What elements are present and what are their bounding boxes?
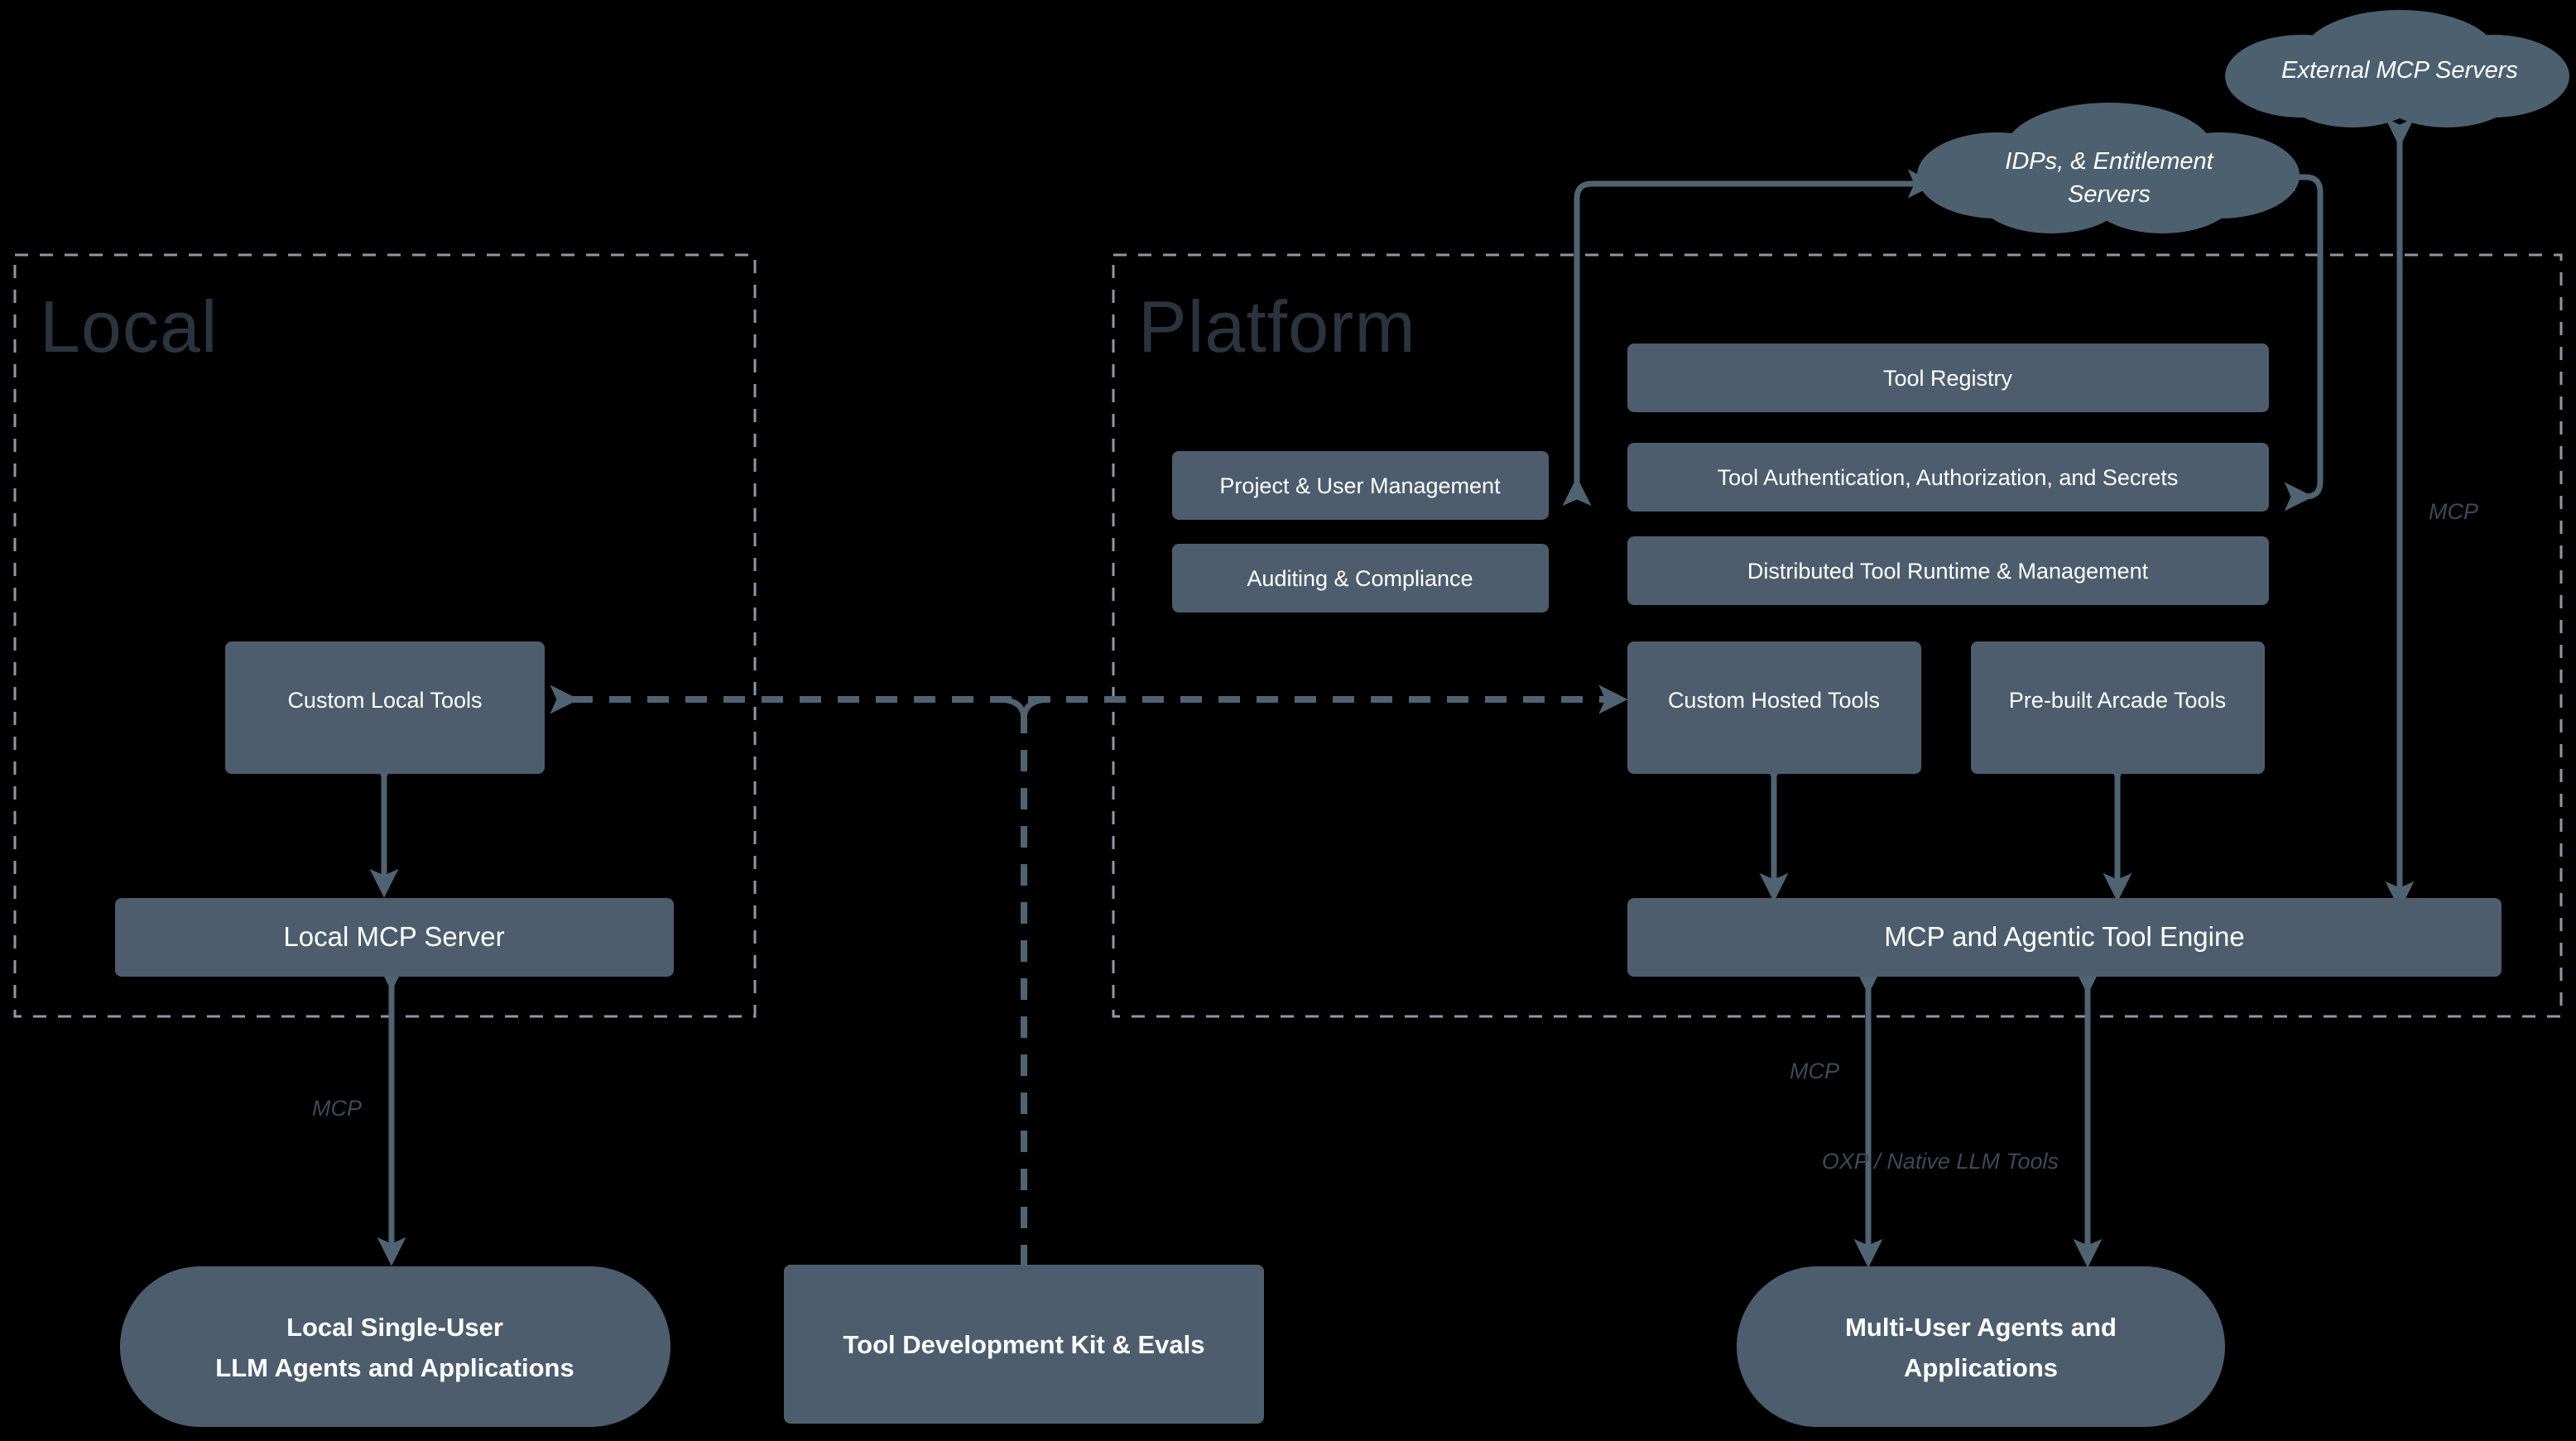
pill-label-local-agents-line2: LLM Agents and Applications xyxy=(215,1353,574,1382)
node-auditing-compliance[interactable]: Auditing & Compliance xyxy=(1172,544,1549,612)
connector-tdk-branch xyxy=(997,696,1051,1265)
node-label-tool-development-kit: Tool Development Kit & Evals xyxy=(843,1330,1205,1359)
connector-tool-auth-to-idps xyxy=(2266,162,2324,512)
node-label-tool-authentication: Tool Authentication, Authorization, and … xyxy=(1718,465,2179,490)
connector-engine-to-multiuser-mcp: MCP xyxy=(1790,965,1883,1268)
pill-label-multi-user-line2: Applications xyxy=(1904,1353,2058,1382)
node-label-mcp-agentic-tool-engine: MCP and Agentic Tool Engine xyxy=(1884,921,2244,952)
connector-external-mcp-to-engine: MCP xyxy=(2385,118,2478,910)
node-mcp-agentic-tool-engine[interactable]: MCP and Agentic Tool Engine xyxy=(1627,898,2502,977)
node-label-project-user-management: Project & User Management xyxy=(1219,473,1501,498)
connector-engine-to-multiuser-oxp: OXP / Native LLM Tools xyxy=(1822,965,2103,1268)
edge-label-mcp-local: MCP xyxy=(312,1096,362,1121)
node-prebuilt-arcade-tools[interactable]: Pre-built Arcade Tools xyxy=(1971,641,2265,774)
node-label-auditing-compliance: Auditing & Compliance xyxy=(1247,566,1473,591)
pill-multi-user-agents[interactable]: Multi-User Agents and Applications xyxy=(1737,1266,2225,1427)
node-custom-local-tools[interactable]: Custom Local Tools xyxy=(225,641,545,774)
node-tool-authentication[interactable]: Tool Authentication, Authorization, and … xyxy=(1627,443,2269,512)
cloud-idps-entitlement-servers: IDPs, & Entitlement Servers xyxy=(1917,103,2300,233)
zone-title-platform: Platform xyxy=(1138,286,1416,367)
node-local-mcp-server[interactable]: Local MCP Server xyxy=(115,898,674,977)
node-label-local-mcp-server: Local MCP Server xyxy=(283,921,504,952)
connector-local-mcp-to-local-agents: MCP xyxy=(312,962,406,1266)
zone-title-local: Local xyxy=(40,286,218,367)
cloud-label-idps-line2: Servers xyxy=(2068,181,2151,208)
pill-label-multi-user-line1: Multi-User Agents and xyxy=(1845,1313,2117,1342)
node-tool-development-kit[interactable]: Tool Development Kit & Evals xyxy=(784,1265,1264,1424)
node-project-user-management[interactable]: Project & User Management xyxy=(1172,451,1549,520)
node-label-distributed-tool-runtime: Distributed Tool Runtime & Management xyxy=(1747,559,2149,584)
pill-local-single-user-agents[interactable]: Local Single-User LLM Agents and Applica… xyxy=(120,1266,670,1427)
edge-label-mcp-platform: MCP xyxy=(1790,1059,1839,1083)
node-distributed-tool-runtime[interactable]: Distributed Tool Runtime & Management xyxy=(1627,536,2269,605)
pill-label-local-agents-line1: Local Single-User xyxy=(286,1313,503,1342)
cloud-label-external-mcp: External MCP Servers xyxy=(2281,57,2518,84)
node-label-custom-hosted-tools: Custom Hosted Tools xyxy=(1668,688,1880,713)
node-label-tool-registry: Tool Registry xyxy=(1883,366,2013,391)
connector-project-mgmt-to-idps xyxy=(1562,169,1937,507)
node-tool-registry[interactable]: Tool Registry xyxy=(1627,343,2269,412)
node-custom-hosted-tools[interactable]: Custom Hosted Tools xyxy=(1627,641,1921,774)
edge-label-oxp-native: OXP / Native LLM Tools xyxy=(1822,1149,2059,1174)
node-label-prebuilt-arcade-tools: Pre-built Arcade Tools xyxy=(2009,688,2226,713)
cloud-external-mcp-servers: External MCP Servers xyxy=(2225,10,2569,127)
edge-label-mcp-right: MCP xyxy=(2429,499,2478,524)
node-label-custom-local-tools: Custom Local Tools xyxy=(287,688,482,713)
cloud-label-idps-line1: IDPs, & Entitlement xyxy=(2005,148,2214,175)
